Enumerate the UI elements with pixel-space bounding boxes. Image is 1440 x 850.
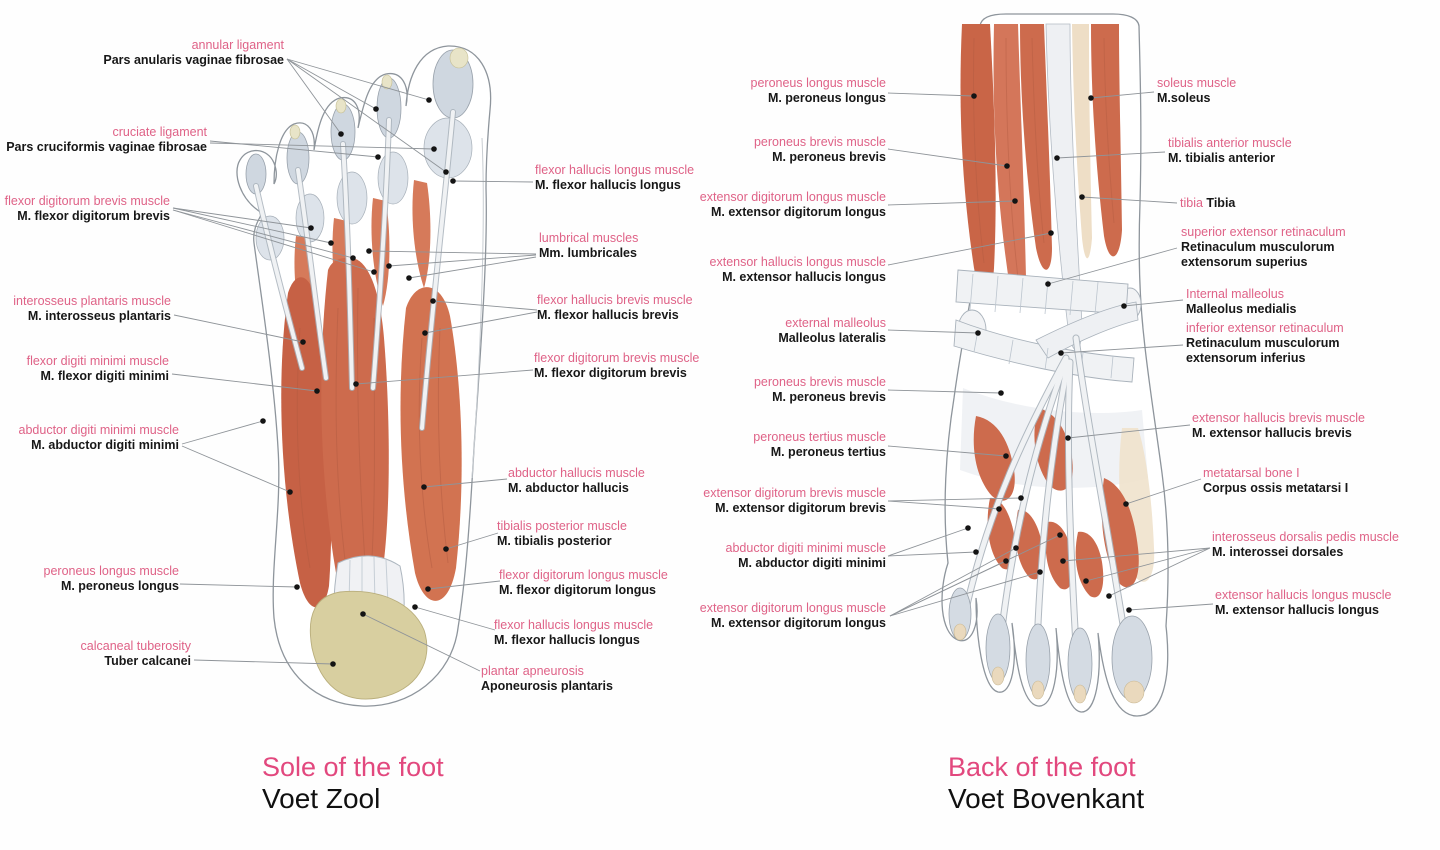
label-flexor-digitorum-brevis-left: flexor digitorum brevis muscle M. flexor… xyxy=(4,194,170,223)
label-soleus: soleus muscle M.soleus xyxy=(1157,76,1237,105)
label-plantar-aponeurosis: plantar apneurosis Aponeurosis plantaris xyxy=(481,664,613,693)
label-peroneus-longus-sole: peroneus longus muscle M. peroneus longu… xyxy=(43,564,180,593)
label-extensor-digitorum-brevis: extensor digitorum brevis muscle M. exte… xyxy=(703,486,886,515)
sole-title-dutch: Voet Zool xyxy=(262,783,381,814)
back-title: Back of the foot Voet Bovenkant xyxy=(948,752,1144,814)
label-extensor-hallucis-longus-right: extensor hallucis longus muscle M. exten… xyxy=(1215,588,1392,617)
label-tibia: tibia Tibia xyxy=(1180,196,1236,210)
label-extensor-hallucis-brevis: extensor hallucis brevis muscle M. exten… xyxy=(1192,411,1365,440)
label-cruciate-ligament: cruciate ligament Pars cruciformis vagin… xyxy=(6,125,207,154)
label-annular-ligament: annular ligament Pars anularis vaginae f… xyxy=(103,38,284,67)
label-metatarsal-bone-1: metatarsal bone I Corpus ossis metatarsi… xyxy=(1203,466,1349,495)
sole-title: Sole of the foot Voet Zool xyxy=(262,752,444,814)
label-tibialis-posterior: tibialis posterior muscle M. tibialis po… xyxy=(497,519,627,548)
label-peroneus-tertius: peroneus tertius muscle M. peroneus tert… xyxy=(753,430,886,459)
label-extensor-digitorum-longus-1: extensor digitorum longus muscle M. exte… xyxy=(699,190,886,219)
label-extensor-hallucis-longus-left: extensor hallucis longus muscle M. exten… xyxy=(709,255,886,284)
label-calcaneal-tuberosity: calcaneal tuberosity Tuber calcanei xyxy=(80,639,191,668)
label-flexor-hallucis-brevis: flexor hallucis brevis muscle M. flexor … xyxy=(537,293,693,322)
label-abductor-digiti-minimi-back: abductor digiti minimi muscle M. abducto… xyxy=(725,541,886,570)
label-superior-extensor-retinaculum: superior extensor retinaculum Retinaculu… xyxy=(1181,225,1346,269)
label-flexor-digitorum-brevis-right: flexor digitorum brevis muscle M. flexor… xyxy=(534,351,700,380)
label-abductor-hallucis: abductor hallucis muscle M. abductor hal… xyxy=(508,466,645,495)
label-tibialis-anterior: tibialis anterior muscle M. tibialis ant… xyxy=(1168,136,1292,165)
label-flexor-hallucis-longus-1: flexor hallucis longus muscle M. flexor … xyxy=(535,163,695,192)
back-foot-illustration xyxy=(941,13,1169,717)
back-title-dutch: Voet Bovenkant xyxy=(948,783,1145,814)
back-title-english: Back of the foot xyxy=(948,752,1136,782)
label-external-malleolus: external malleolus Malleolus lateralis xyxy=(778,316,886,345)
label-flexor-digiti-minimi: flexor digiti minimi muscle M. flexor di… xyxy=(26,354,169,383)
label-lumbrical-muscles: lumbrical muscles Mm. lumbricales xyxy=(539,231,639,260)
label-flexor-hallucis-longus-2: flexor hallucis longus muscle M. flexor … xyxy=(494,618,654,647)
label-internal-malleolus: Internal malleolus Malleolus medialis xyxy=(1186,287,1297,316)
label-peroneus-brevis-1: peroneus brevis muscle M. peroneus brevi… xyxy=(753,135,886,164)
label-interossei-dorsales: interosseus dorsalis pedis muscle M. int… xyxy=(1212,530,1399,559)
sole-title-english: Sole of the foot xyxy=(262,752,444,782)
label-abductor-digiti-minimi-sole: abductor digiti minimi muscle M. abducto… xyxy=(18,423,179,452)
label-extensor-digitorum-longus-2: extensor digitorum longus muscle M. exte… xyxy=(699,601,886,630)
label-peroneus-longus-back: peroneus longus muscle M. peroneus longu… xyxy=(750,76,887,105)
label-interosseus-plantaris: interosseus plantaris muscle M. inteross… xyxy=(13,294,171,323)
sole-foot-illustration xyxy=(236,45,492,707)
label-peroneus-brevis-2: peroneus brevis muscle M. peroneus brevi… xyxy=(753,375,886,404)
label-inferior-extensor-retinaculum: inferior extensor retinaculum Retinaculu… xyxy=(1186,321,1344,365)
label-flexor-digitorum-longus: flexor digitorum longus muscle M. flexor… xyxy=(499,568,668,597)
